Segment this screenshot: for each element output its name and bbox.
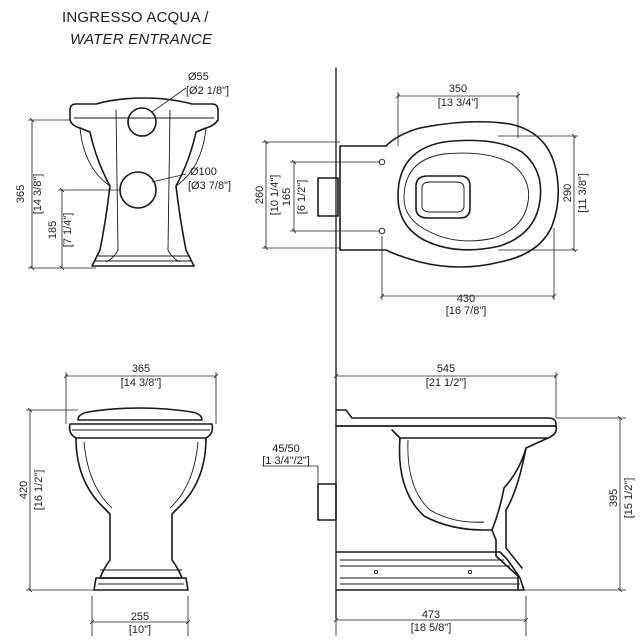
dim-front-width-imperial: [14 3/8"] [121, 377, 162, 389]
ext-left-outer [262, 141, 340, 249]
top-bowl-inner [397, 139, 542, 251]
dim-side-length-metric: 545 [437, 363, 455, 375]
side-rim [335, 425, 558, 439]
dim-hole-small-imperial: [Ø2 1/8"] [186, 85, 229, 97]
dim-side-height-metric: 395 [608, 489, 620, 507]
side-base-hole-left [373, 569, 379, 575]
title-line-2: WATER ENTRANCE [70, 31, 213, 48]
dim-front-height-metric: 420 [18, 481, 30, 499]
dim-left-outer-metric: 260 [254, 186, 266, 204]
dim-left-outer-imperial: [10 1/4"] [269, 175, 281, 216]
ext-right-depth [498, 135, 578, 251]
dim-front-height-imperial: [16 1/2"] [33, 470, 45, 511]
dim-front-base-imperial: [10"] [129, 624, 151, 636]
front-bowl-body [75, 437, 207, 579]
rear-bowl-curve-right [175, 127, 207, 187]
dim-hole-large-metric: Ø100 [190, 166, 217, 178]
dim-hole-small-metric: Ø55 [188, 71, 209, 83]
front-base [93, 577, 189, 591]
dim-left-inner-metric: 165 [281, 188, 293, 206]
title-block: INGRESSO ACQUA / WATER ENTRANCE [62, 9, 213, 48]
dim-side-base-imperial: [18 5/8"] [411, 622, 452, 634]
top-hinge-hole-upper [378, 158, 386, 166]
side-seat [335, 409, 557, 427]
front-lid [77, 407, 203, 421]
rear-hole-large [119, 171, 157, 209]
dim-hole-large-imperial: [Ø3 7/8"] [188, 180, 231, 192]
front-bowl-inner-line-right [169, 441, 199, 509]
side-view: 545 [21 1/2"] 45/50 [1 3/4"/2"] 395 [15 … [262, 363, 635, 636]
front-rim [68, 423, 214, 439]
top-drain [415, 175, 471, 219]
dim-side-base-metric: 473 [422, 609, 440, 621]
dim-front-width-metric: 365 [132, 363, 150, 375]
dim-front-base-metric: 255 [131, 611, 149, 623]
top-drain-inner [421, 181, 465, 213]
dim-left-inner-imperial: [6 1/2"] [296, 180, 308, 214]
side-outlet-block [317, 483, 337, 521]
ext-side-height [524, 417, 626, 591]
dim-outlet-imperial: [1 3/4"/2"] [262, 455, 310, 467]
side-trap [491, 447, 527, 591]
dim-height-inlet-metric: 185 [47, 221, 59, 239]
dim-outlet-metric: 45/50 [272, 443, 300, 455]
dim-bottom-length-metric: 430 [457, 293, 475, 305]
ext-front-base [91, 596, 189, 636]
dim-top-width-metric: 350 [449, 83, 467, 95]
dim-side-height-imperial: [15 1/2"] [623, 478, 635, 519]
leader-small-hole [151, 87, 187, 113]
top-bowl-innermost [403, 152, 530, 242]
dim-right-depth-imperial: [11 3/8"] [577, 173, 589, 213]
ext-left-inner [290, 161, 380, 232]
dim-side-length-imperial: [21 1/2"] [426, 377, 467, 389]
side-bowl-inner [407, 439, 485, 523]
leader-large-hole [151, 173, 187, 183]
rear-pedestal-inner-right [167, 109, 181, 263]
dim-top-width-imperial: [13 3/4"] [438, 97, 479, 109]
side-base-hole-right [467, 569, 473, 575]
rear-view: Ø55 [Ø2 1/8"] Ø100 [Ø3 7/8"] 365 [14 3/8… [15, 71, 231, 271]
ext-side-length [335, 372, 557, 418]
dim-bottom-length-imperial: [16 7/8"] [446, 305, 487, 317]
ext-front-width [65, 372, 217, 424]
rear-bowl-curve-left [79, 127, 111, 187]
rear-pedestal-inner-left [105, 109, 119, 263]
dim-right-depth-metric: 290 [562, 184, 574, 202]
dim-height-total-imperial: [14 3/8"] [32, 174, 44, 215]
rear-base-steps [94, 255, 192, 262]
ext-top-width [397, 92, 519, 146]
front-view: 365 [14 3/8"] 420 [16 1/2"] 255 [10"] [18, 363, 219, 636]
title-line-1: INGRESSO ACQUA / [62, 9, 209, 26]
front-base-steps [98, 569, 184, 585]
dim-height-inlet-imperial: [7 1/4"] [62, 213, 74, 247]
front-bowl-inner-line [83, 441, 113, 509]
leader-outlet [262, 465, 319, 484]
ext-front-height [26, 409, 94, 591]
side-bowl-body [398, 437, 549, 531]
rear-hole-small [127, 107, 157, 137]
top-outlet-block [317, 177, 339, 217]
top-hinge-hole-lower [378, 227, 386, 235]
top-view: 350 [13 3/4"] 290 [11 3/8"] 260 [10 1/4"… [254, 83, 589, 317]
dim-height-total-metric: 365 [15, 185, 27, 203]
side-base-lines [340, 559, 520, 585]
ext-side-base [335, 596, 527, 636]
ext-bottom-length [381, 228, 555, 300]
top-seat-outline [339, 120, 560, 268]
